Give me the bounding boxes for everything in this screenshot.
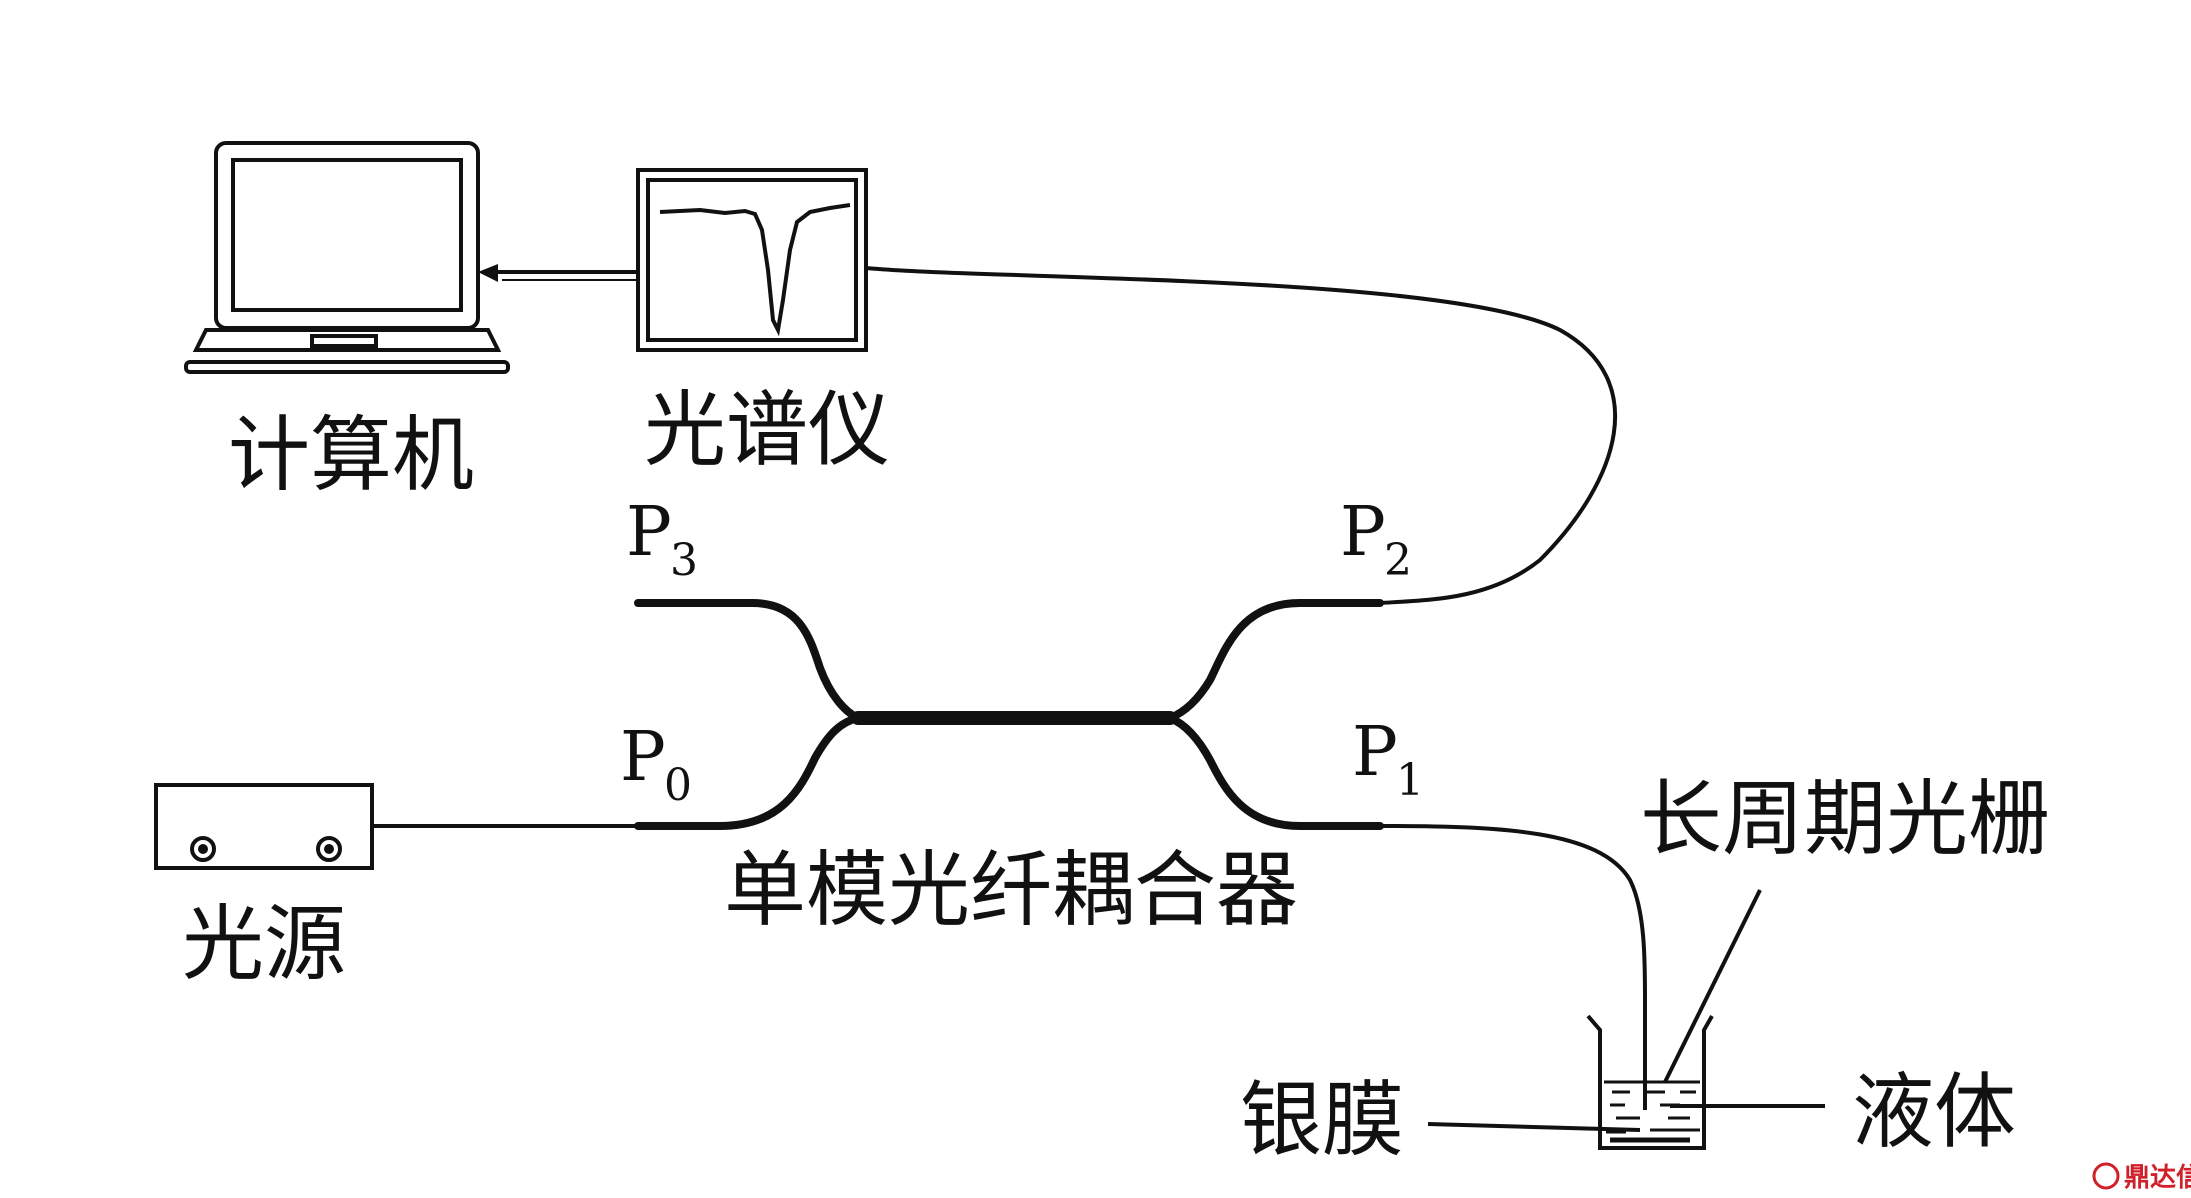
spectrometer-label: 光谱仪 (644, 383, 890, 478)
svg-text:0: 0 (664, 760, 692, 811)
spectrometer-icon (636, 168, 868, 352)
svg-text:P: P (1340, 493, 1386, 572)
svg-text:2: 2 (1384, 535, 1412, 586)
liquid-label: 液体 (1852, 1065, 2016, 1160)
beaker-icon (1586, 1014, 1714, 1150)
watermark: 鼎达信 (2092, 1162, 2191, 1193)
lpg-pointer (1663, 889, 1762, 1083)
svg-text:P: P (626, 493, 672, 572)
svg-text:P: P (620, 718, 666, 797)
port-p3: P 3 (626, 493, 698, 586)
fiber-spectrometer-p2 (865, 266, 1618, 605)
fiber-coupler (634, 599, 1384, 830)
computer-icon (184, 141, 510, 374)
port-p2: P 2 (1340, 493, 1412, 586)
svg-text:3: 3 (670, 535, 698, 586)
lpg-label: 长周期光栅 (1640, 772, 2050, 867)
fiber-p1-beaker (1379, 824, 1647, 1110)
silver-film-label: 银膜 (1240, 1073, 1404, 1168)
light-source-label: 光源 (182, 897, 346, 992)
svg-text:鼎达信: 鼎达信 (2124, 1163, 2191, 1193)
light-source-icon (154, 783, 374, 870)
data-arrow (478, 264, 640, 282)
computer-label: 计算机 (228, 408, 474, 503)
port-p0: P 0 (620, 718, 692, 811)
coupler-label: 单模光纤耦合器 (724, 843, 1298, 938)
port-p1: P 1 (1352, 713, 1424, 806)
silver-film-pointer (1427, 1122, 1641, 1132)
svg-text:1: 1 (1396, 755, 1424, 806)
svg-text:P: P (1352, 713, 1398, 792)
